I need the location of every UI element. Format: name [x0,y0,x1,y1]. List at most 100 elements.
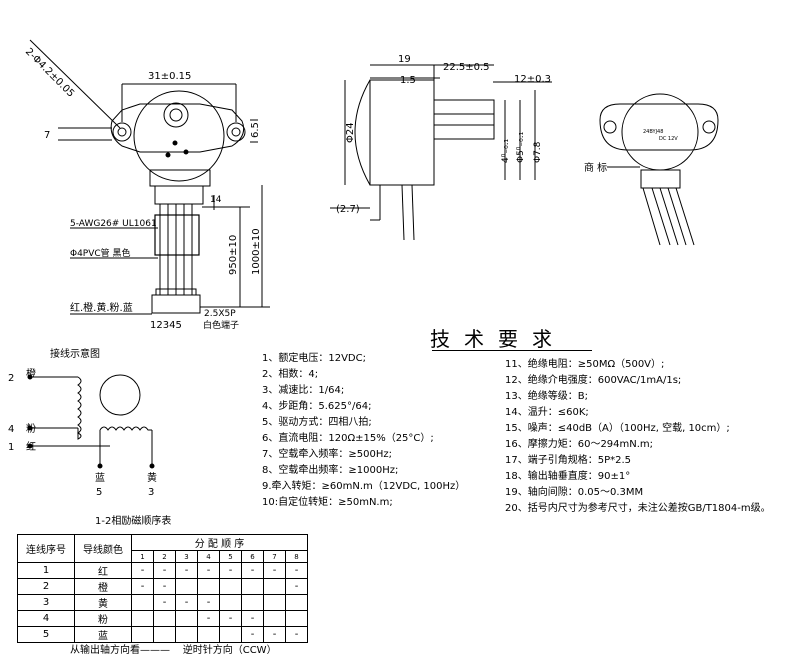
dim-14-label: 14 [210,195,222,205]
req-item: 19、轴向间隙：0.05～0.3MM [505,487,644,498]
tech-title-underline [432,350,592,351]
sequence-cell [241,594,264,611]
dim-6-5-label: 6.5 [250,122,261,138]
wire-colors-label: 红.橙.黄.粉.蓝 [70,301,133,314]
direction-from: 从输出轴方向看 [70,645,140,656]
dim-7-8-label: Φ7.8 [533,141,543,163]
direction-note: 从输出轴方向看——— 逆时针方向（CCW） [70,645,277,656]
dim-1-5-label: 1.5 [400,75,416,86]
label-view [599,93,719,246]
sequence-cell: - [153,594,176,611]
wiring-schematic [27,374,155,469]
sequence-cell [197,578,220,595]
wiring-title: 接线示意图 [50,349,100,360]
pin-4-num: 4 [8,424,14,435]
dim-2-7-label: (2.7) [336,204,360,215]
header-wire-color: 导线颜色 [74,534,132,563]
sequence-cell: - [153,578,176,595]
req-item: 17、端子引角规格：5P*2.5 [505,455,632,466]
sequence-cell [285,610,308,627]
step-header: 2 [153,550,176,563]
req-item: 18、输出轴垂直度：90±1° [505,471,631,482]
sequence-cell [131,594,154,611]
pin-1-num: 1 [8,442,14,453]
row-wire-color: 蓝 [74,626,132,643]
tech-requirements-right: 11、绝缘电阻：≥50MΩ（500V）; 12、绝缘介电强度：600VAC/1m… [505,357,771,517]
sequence-cell [131,610,154,627]
row-wire-num: 4 [17,610,75,627]
sequence-cell: - [219,610,242,627]
sequence-cell: - [285,626,308,643]
dim-950-label: 950±10 [228,235,239,275]
dim-19-label: 19 [398,54,411,65]
hole-spec-label: 2-Φ4.2±0.05 [23,46,76,99]
tech-requirements-left: 1、额定电压：12VDC; 2、相数：4; 3、减速比：1/64; 4、步距角：… [262,351,465,511]
dim-7-label: 7 [44,130,50,141]
pin-3-num: 3 [148,487,154,498]
sequence-cell: - [285,578,308,595]
row-wire-num: 3 [17,594,75,611]
req-item: 10:自定位转矩：≥50mN.m; [262,497,393,508]
sequence-cell: - [131,578,154,595]
req-item: 8、空载牵出频率：≥1000Hz; [262,465,399,476]
front-view [29,39,270,315]
req-item: 3、减速比：1/64; [262,385,345,396]
sequence-cell [263,594,286,611]
sequence-cell: - [175,594,198,611]
req-item: 14、温升：≤60K; [505,407,589,418]
sequence-cell [219,594,242,611]
req-item: 15、噪声：≤40dB（A）（100Hz, 空载, 10cm）; [505,423,730,434]
pin-5-num: 5 [96,487,102,498]
pin-2-num: 2 [8,373,14,384]
sequence-cell [219,578,242,595]
req-item: 5、驱动方式：四相八拍; [262,417,372,428]
side-view [330,64,552,241]
sequence-cell [263,610,286,627]
sequence-cell: - [241,610,264,627]
pin-numbers-label: 12345 [150,320,182,331]
sequence-cell [285,594,308,611]
step-header: 4 [197,550,220,563]
row-wire-color: 红 [74,562,132,579]
sequence-cell [241,578,264,595]
pin-2-color: 橙 [26,367,36,380]
direction-value: 逆时针方向（CCW） [182,645,277,656]
motor-model-label: 24BYJ48 [643,129,663,135]
dim-5-label: Φ5⁰₋₀.₁ [516,131,526,163]
req-item: 11、绝缘电阻：≥50MΩ（500V）; [505,359,665,370]
sequence-cell: - [153,562,176,579]
pin-3-color: 黄 [147,471,157,484]
row-wire-num: 5 [17,626,75,643]
step-header: 6 [241,550,264,563]
req-item: 12、绝缘介电强度：600VAC/1mA/1s; [505,375,682,386]
sequence-cell: - [263,562,286,579]
sequence-cell: - [175,562,198,579]
mount-spacing-label: 31±0.15 [148,71,191,82]
dim-12-label: 12±0.3 [514,74,551,85]
req-item: 1、额定电压：12VDC; [262,353,366,364]
row-wire-num: 2 [17,578,75,595]
sequence-cell [153,610,176,627]
dim-1000-label: 1000±10 [251,228,262,275]
tube-spec-label: Φ4PVC管 黑色 [70,247,131,259]
sequence-cell: - [197,610,220,627]
pin-4-color: 粉 [26,422,36,435]
req-item: 20、括号内尺寸为参考尺寸，未注公差按GB/T1804-m级。 [505,503,771,514]
step-header: 3 [175,550,198,563]
req-item: 6、直流电阻：120Ω±15%（25°C）; [262,433,434,444]
sequence-cell [175,578,198,595]
pin-5-color: 蓝 [95,472,105,484]
req-item: 13、绝缘等级：B; [505,391,588,402]
header-wire-num: 连线序号 [17,534,75,563]
sequence-table-caption: 1-2相励磁顺序表 [95,516,172,527]
sequence-cell [263,578,286,595]
wire-spec-label: 5-AWG26# UL1061 [70,219,157,229]
req-item: 7、空载牵入频率：≥500Hz; [262,449,392,460]
dim-22-5-label: 22.5±0.5 [443,62,490,73]
